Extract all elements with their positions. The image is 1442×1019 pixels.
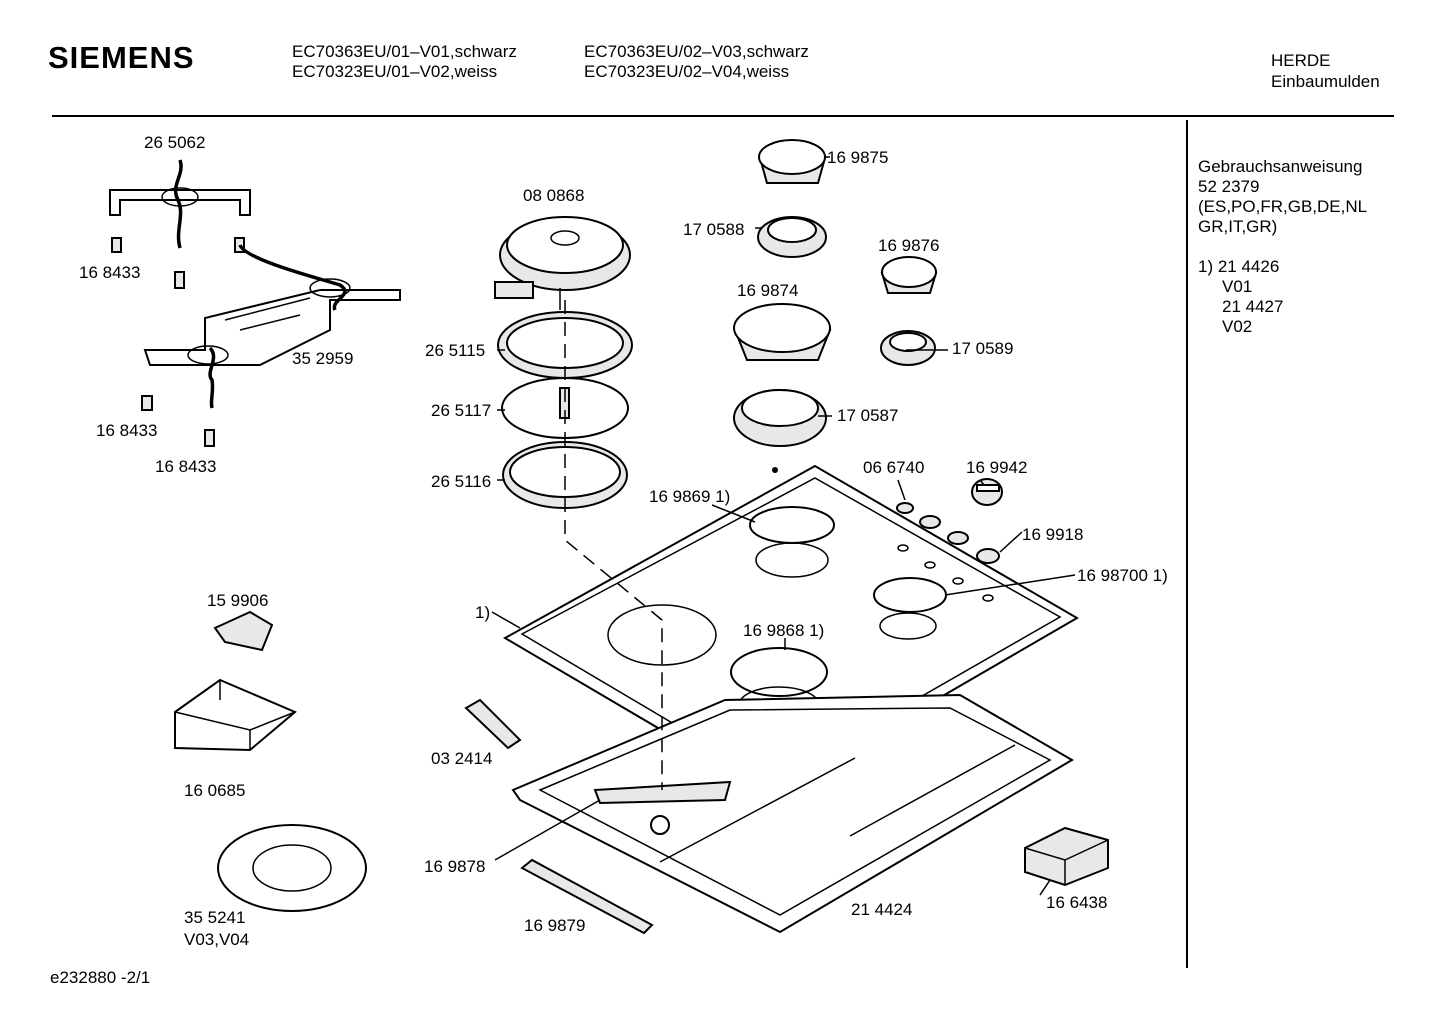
drawing-id: e232880 -2/1 (50, 968, 151, 987)
side-divider (1186, 120, 1188, 968)
manual-info: Gebrauchsanweisung 52 2379 (ES,PO,FR,GB,… (1198, 157, 1367, 237)
part-label[interactable]: 16 98700 1) (1077, 566, 1168, 585)
category-block: HERDE Einbaumulden (1271, 50, 1380, 92)
part-label[interactable]: 16 9942 (966, 458, 1027, 477)
header-divider (52, 115, 1394, 117)
part-labels: 26 5062 16 8433 35 2959 16 8433 16 8433 … (79, 133, 1168, 949)
burner-ring[interactable] (501, 377, 629, 439)
part-label[interactable]: 16 9874 (737, 281, 798, 300)
grate-foot[interactable] (141, 395, 215, 447)
part-label[interactable]: 26 5116 (431, 472, 491, 491)
burner-head[interactable] (733, 389, 827, 447)
control-knob[interactable] (971, 478, 1003, 506)
part-label[interactable]: 16 9878 (424, 857, 485, 876)
part-label[interactable]: 35 5241 (184, 908, 245, 927)
part-label[interactable]: 26 5117 (431, 401, 491, 420)
part-label[interactable]: 16 6438 (1046, 893, 1107, 912)
part-label[interactable]: 16 9918 (1022, 525, 1083, 544)
part-label[interactable]: 16 9879 (524, 916, 585, 935)
part-label[interactable]: 16 9875 (827, 148, 888, 167)
part-label[interactable]: 17 0589 (952, 339, 1013, 358)
part-label[interactable]: 21 4424 (851, 900, 912, 919)
model-list-col2: EC70363EU/02–V03,schwarz EC70323EU/02–V0… (584, 42, 809, 82)
manual-langs: (ES,PO,FR,GB,DE,NL (1198, 197, 1368, 216)
category-line: HERDE (1271, 51, 1331, 70)
burner-cap[interactable] (758, 139, 827, 184)
part-label[interactable]: 17 0588 (683, 220, 744, 239)
brand-logo: SIEMENS (48, 40, 195, 75)
leader-lines (491, 156, 1076, 896)
footnote-ref: 1) 21 4426 (1198, 257, 1280, 276)
part-label[interactable]: 16 9868 1) (743, 621, 824, 640)
manual-title: Gebrauchsanweisung (1198, 157, 1363, 176)
burner-cap[interactable] (733, 303, 832, 361)
terminal-cover[interactable] (174, 678, 297, 752)
model-entry: EC70323EU/01–V02,weiss (292, 62, 498, 81)
part-label[interactable]: 26 5062 (144, 133, 205, 152)
part-label[interactable]: 06 6740 (863, 458, 924, 477)
part-label[interactable]: 15 9906 (207, 591, 268, 610)
model-entry: EC70363EU/02–V03,schwarz (584, 42, 809, 61)
model-entry: EC70323EU/02–V04,weiss (584, 62, 790, 81)
pan-support-small[interactable] (109, 159, 251, 249)
footnote-block: 1) 21 4426 V01 21 4427 V02 (1198, 257, 1283, 337)
bracket-clip[interactable] (464, 698, 522, 750)
footnote-ref: 21 4427 (1222, 297, 1284, 316)
ignition-module[interactable] (213, 610, 274, 652)
hob-top-plate[interactable] (502, 464, 1079, 797)
model-list-col1: EC70363EU/01–V01,schwarz EC70323EU/01–V0… (292, 42, 517, 82)
burner-cap[interactable] (880, 256, 938, 294)
wok-burner-cap[interactable] (494, 216, 631, 299)
part-label[interactable]: 16 8433 (96, 421, 157, 440)
burner-head[interactable] (880, 330, 936, 366)
part-label[interactable]: 16 8433 (155, 457, 216, 476)
connector-box[interactable] (1024, 826, 1109, 887)
seal-strip[interactable] (520, 858, 654, 935)
seal-ring[interactable] (217, 824, 367, 912)
model-entry: EC70363EU/01–V01,schwarz (292, 42, 517, 61)
manual-number: 52 2379 (1198, 177, 1260, 196)
manual-langs: GR,IT,GR) (1198, 217, 1278, 236)
part-label[interactable]: 26 5115 (425, 341, 485, 360)
burner-head[interactable] (757, 216, 827, 258)
bottom-tray[interactable] (511, 693, 1074, 934)
category-line: Einbaumulden (1271, 72, 1380, 91)
part-label[interactable]: 17 0587 (837, 406, 898, 425)
part-label[interactable]: 08 0868 (523, 186, 584, 205)
pan-support-large[interactable] (143, 243, 401, 409)
footnote-variant: V01 (1222, 277, 1253, 296)
part-label[interactable]: 16 0685 (184, 781, 245, 800)
part-label[interactable]: V03,V04 (184, 930, 249, 949)
footnote-variant: V02 (1222, 317, 1253, 336)
part-label[interactable]: 16 8433 (79, 263, 140, 282)
part-label[interactable]: 16 9869 1) (649, 487, 730, 506)
part-label[interactable]: 35 2959 (292, 349, 353, 368)
part-label[interactable]: 16 9876 (878, 236, 939, 255)
grate-foot[interactable] (111, 237, 245, 289)
part-label[interactable]: 03 2414 (431, 749, 492, 768)
part-label[interactable]: 1) (475, 603, 490, 622)
